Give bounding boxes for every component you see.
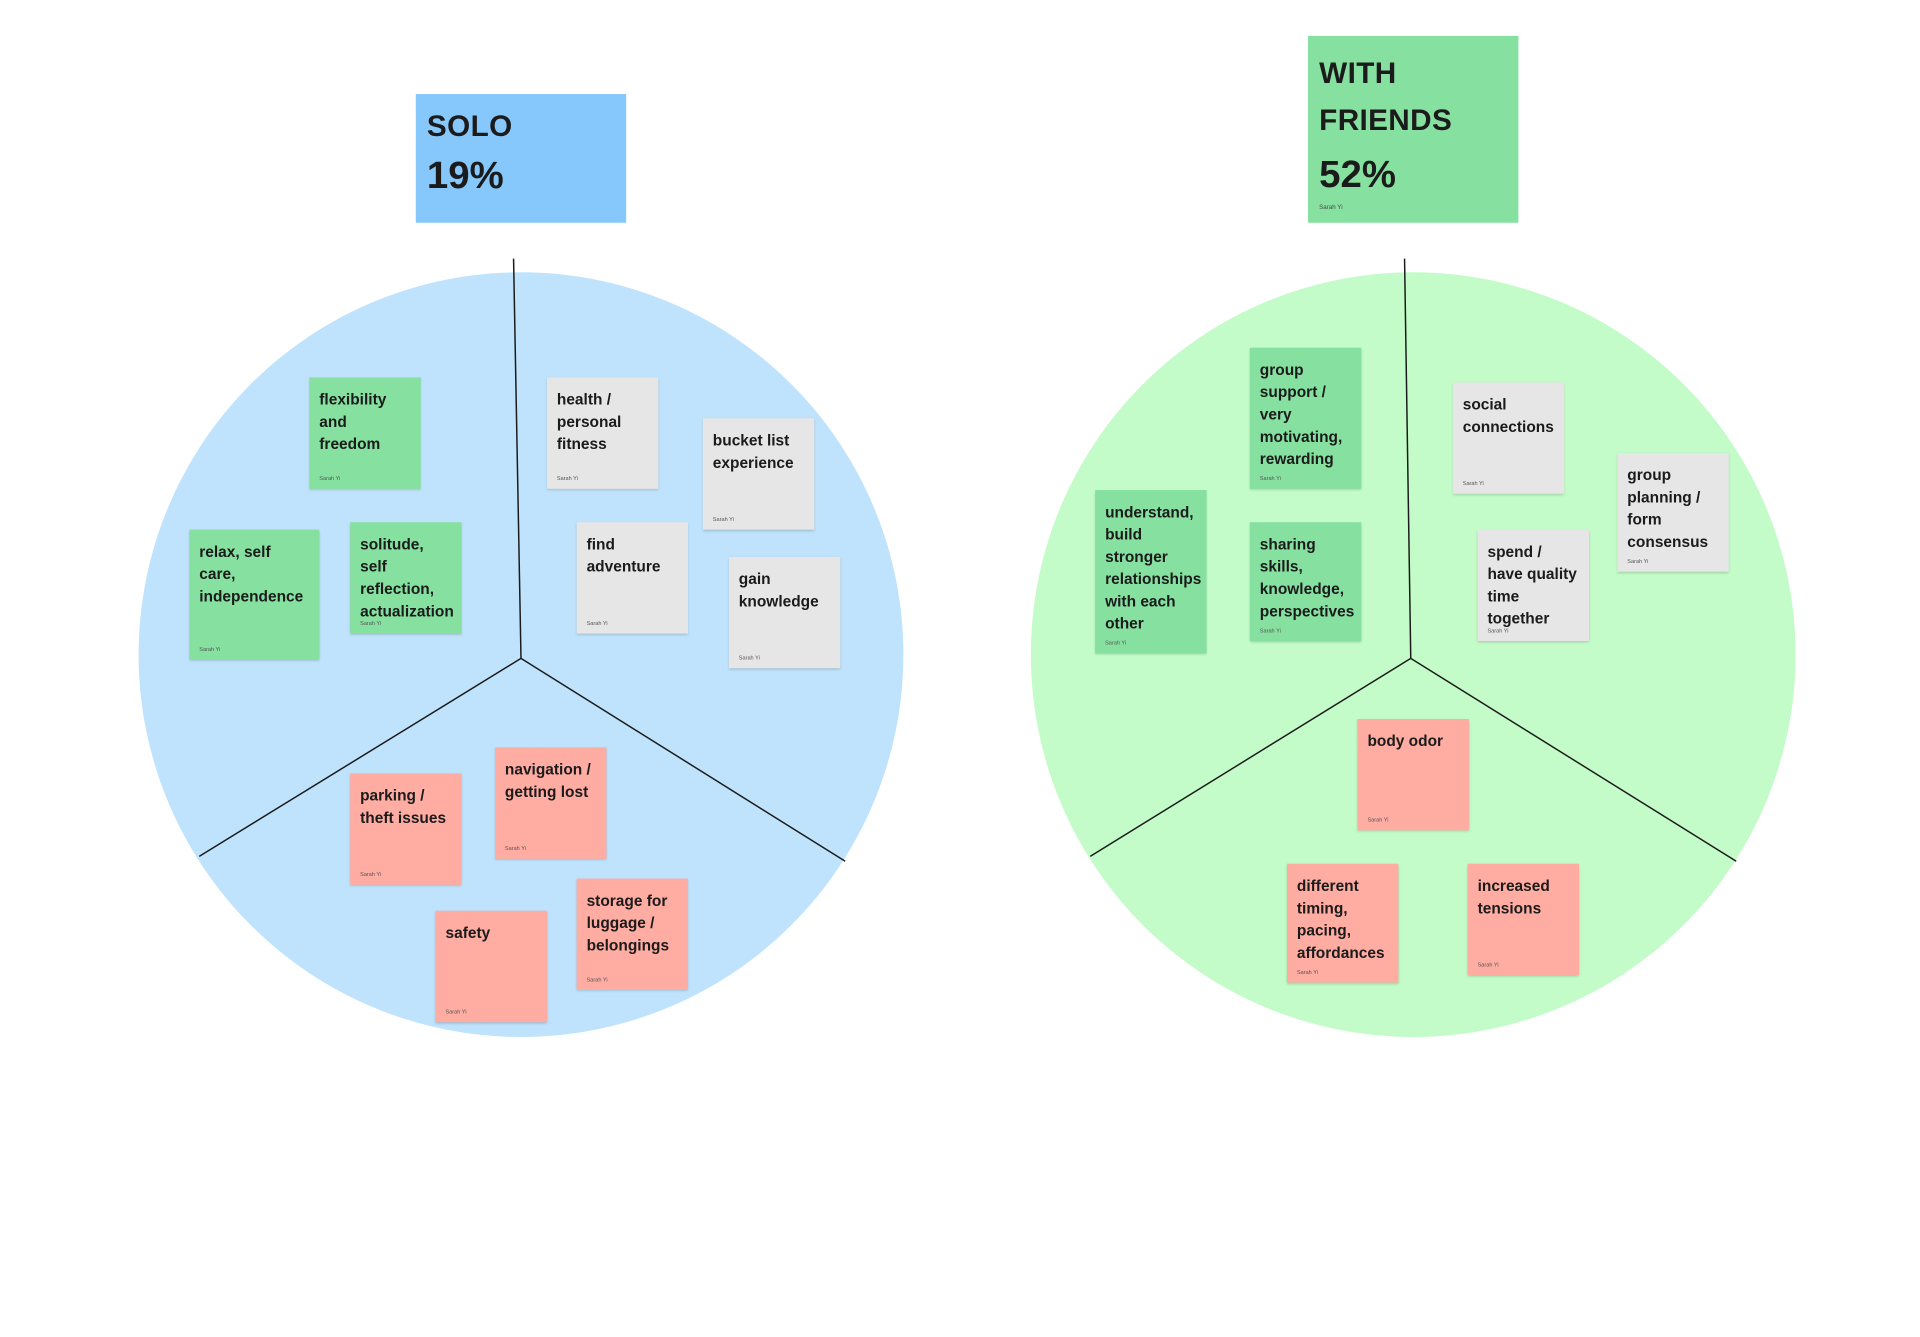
- sticky-note-parking[interactable]: parking / theft issues Sarah Yi: [350, 773, 462, 885]
- sticky-note-author: Sarah Yi: [1259, 475, 1281, 482]
- sticky-note-text: increased tensions: [1477, 877, 1550, 917]
- sticky-note-navigation[interactable]: navigation / getting lost Sarah Yi: [494, 747, 607, 859]
- sticky-note-author: Sarah Yi: [445, 1008, 467, 1015]
- sticky-note-text: group support / very motivating, rewardi…: [1259, 361, 1343, 468]
- sticky-note-text: body odor: [1367, 732, 1444, 750]
- solo-header-card[interactable]: SOLO 19%: [415, 94, 627, 223]
- sticky-note-bucket-list[interactable]: bucket list experience Sarah Yi: [702, 418, 815, 530]
- friends-header-card[interactable]: WITH FRIENDS 52% Sarah Yi: [1308, 35, 1519, 223]
- sticky-note-flexibility[interactable]: flexibility and freedom Sarah Yi: [309, 377, 421, 489]
- friends-wheel: [1030, 272, 1796, 1038]
- sticky-note-timing[interactable]: different timing, pacing, affordances Sa…: [1287, 863, 1399, 983]
- sticky-note-text: parking / theft issues: [360, 787, 447, 827]
- sticky-note-text: sharing skills, knowledge, perspectives: [1259, 535, 1355, 620]
- sticky-note-author: Sarah Yi: [586, 619, 608, 627]
- sticky-note-tensions[interactable]: increased tensions Sarah Yi: [1467, 863, 1580, 976]
- sticky-note-group-support[interactable]: group support / very motivating, rewardi…: [1249, 347, 1362, 489]
- sticky-note-social[interactable]: social connections Sarah Yi: [1452, 382, 1565, 494]
- sticky-note-author: Sarah Yi: [360, 619, 382, 627]
- sticky-note-author: Sarah Yi: [360, 871, 382, 878]
- sticky-note-planning[interactable]: group planning / form consensus Sarah Yi: [1617, 452, 1729, 572]
- sticky-note-text: safety: [445, 924, 491, 942]
- friends-divider-top: [1403, 258, 1412, 659]
- sticky-note-text: group planning / form consensus: [1627, 466, 1709, 551]
- sticky-note-author: Sarah Yi: [712, 516, 734, 523]
- friends-divider-left: [1089, 657, 1412, 857]
- sticky-note-understand[interactable]: understand, build stronger relationships…: [1095, 490, 1207, 654]
- sticky-note-author: Sarah Yi: [1259, 627, 1281, 634]
- sticky-note-author: Sarah Yi: [1367, 816, 1389, 823]
- sticky-note-relax[interactable]: relax, self care, independence Sarah Yi: [189, 529, 320, 660]
- sticky-note-storage[interactable]: storage for luggage / belongings Sarah Y…: [576, 878, 689, 990]
- solo-header-percent: 19%: [426, 153, 504, 197]
- sticky-note-knowledge[interactable]: gain knowledge Sarah Yi: [728, 556, 841, 669]
- friends-header-percent: 52%: [1319, 152, 1396, 196]
- sticky-note-health[interactable]: health / personal fitness Sarah Yi: [546, 377, 659, 489]
- sticky-note-quality-time[interactable]: spend / have quality time together Sarah…: [1477, 529, 1589, 642]
- sticky-note-author: Sarah Yi: [738, 654, 760, 661]
- sticky-note-text: social connections: [1462, 396, 1554, 436]
- sticky-note-author: Sarah Yi: [1487, 627, 1509, 634]
- solo-divider-right: [520, 657, 846, 862]
- sticky-note-text: spend / have quality time together: [1487, 543, 1577, 628]
- sticky-note-text: find adventure: [586, 535, 661, 576]
- sticky-note-text: storage for luggage / belongings: [586, 892, 670, 955]
- sticky-note-author: Sarah Yi: [319, 475, 341, 482]
- sticky-note-body-odor[interactable]: body odor Sarah Yi: [1357, 718, 1469, 831]
- sticky-note-text: gain knowledge: [738, 570, 819, 611]
- sticky-note-author: Sarah Yi: [1462, 480, 1484, 487]
- sticky-note-text: different timing, pacing, affordances: [1296, 877, 1385, 962]
- sticky-note-text: flexibility and freedom: [319, 391, 387, 453]
- sticky-note-adventure[interactable]: find adventure Sarah Yi: [576, 522, 689, 634]
- sticky-note-author: Sarah Yi: [1477, 961, 1499, 968]
- sticky-note-text: solitude, self reflection, actualization: [360, 535, 454, 620]
- sticky-note-sharing[interactable]: sharing skills, knowledge, perspectives …: [1249, 522, 1362, 642]
- sticky-note-text: health / personal fitness: [556, 391, 622, 453]
- sticky-note-author: Sarah Yi: [586, 976, 608, 983]
- friends-header-author: Sarah Yi: [1319, 204, 1343, 212]
- sticky-note-author: Sarah Yi: [504, 845, 526, 852]
- sticky-note-author: Sarah Yi: [556, 475, 578, 482]
- friends-divider-right: [1410, 657, 1737, 862]
- friends-header-title: WITH FRIENDS: [1319, 56, 1453, 138]
- sticky-note-text: understand, build stronger relationships…: [1105, 503, 1202, 633]
- sticky-note-text: navigation / getting lost: [504, 761, 591, 801]
- sticky-note-text: bucket list experience: [712, 431, 794, 472]
- sticky-note-author: Sarah Yi: [199, 645, 221, 653]
- solo-header-title: SOLO: [426, 110, 513, 144]
- sticky-note-solitude[interactable]: solitude, self reflection, actualization…: [350, 522, 462, 634]
- sticky-note-author: Sarah Yi: [1627, 558, 1649, 565]
- sticky-note-author: Sarah Yi: [1105, 639, 1127, 646]
- sticky-note-author: Sarah Yi: [1296, 968, 1318, 976]
- sticky-note-safety[interactable]: safety Sarah Yi: [435, 910, 547, 1023]
- solo-divider-top: [512, 258, 522, 659]
- solo-divider-left: [198, 657, 522, 857]
- sticky-note-text: relax, self care, independence: [199, 543, 304, 606]
